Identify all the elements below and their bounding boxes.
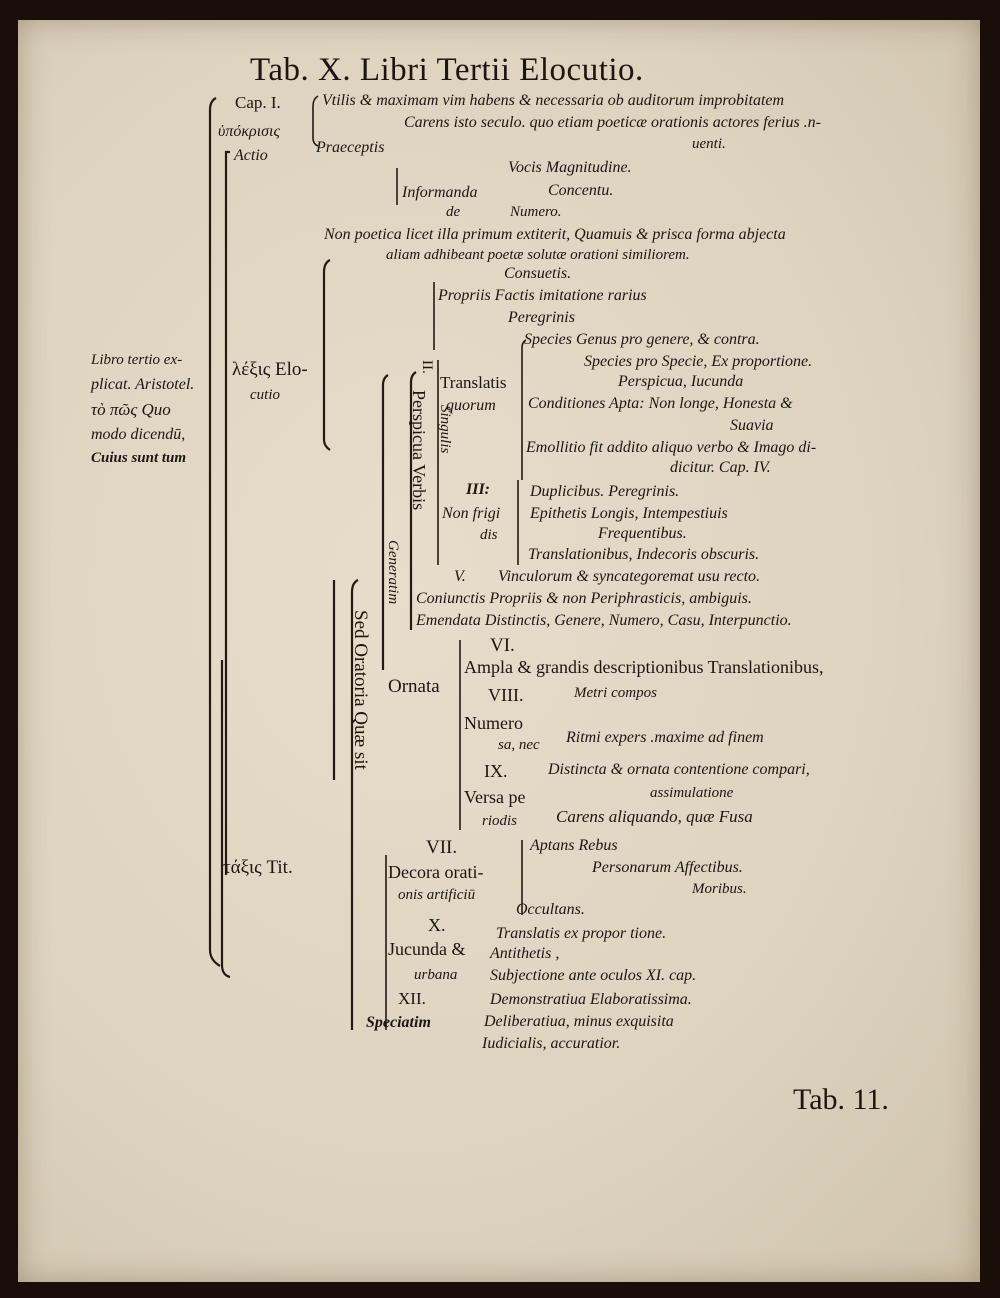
- decora-num: VII.: [426, 837, 458, 858]
- cap1-item-1: Vtilis & maximam vim habens & necessaria…: [322, 92, 785, 109]
- v-section-line-1: Vinculorum & syncategoremat usu recto.: [498, 568, 761, 585]
- ornata-metri: Metri compos: [574, 685, 657, 701]
- decora-moribus: Moribus.: [692, 881, 747, 897]
- ornata-versa: Versa pe: [464, 787, 526, 807]
- informanda-item-3: Numero.: [510, 204, 562, 220]
- translatis-species-2: Species pro Specie, Ex proportione.: [584, 353, 813, 370]
- ornata-ampla: Ampla & grandis descriptionibus Translat…: [464, 657, 824, 677]
- non-frigidis-label: Non frigi: [442, 505, 501, 522]
- elocutio-label: cutio: [250, 387, 280, 403]
- ornata-numerosa: Numero: [464, 713, 523, 733]
- propriis-label: Propriis Factis imitatione rarius: [438, 287, 647, 304]
- translatis-quorum: quorum: [446, 397, 496, 414]
- cap1-greek: ὑπόκρισις: [218, 123, 280, 140]
- left-note-line-2: plicat. Aristotel.: [91, 376, 195, 393]
- ornata-assimilatione: assimulatione: [650, 785, 734, 801]
- jucunda-urbana: urbana: [414, 967, 458, 983]
- translatis-perspicua: Perspicua, Iucunda: [618, 373, 744, 390]
- non-frigidis-item-4: Translationibus, Indecoris obscuris.: [528, 546, 760, 563]
- decora-occultans: Occultans.: [516, 901, 585, 918]
- informanda-de: de: [446, 204, 461, 220]
- propriis-peregrinis: Peregrinis: [508, 309, 575, 326]
- ornata-distincta: Distincta & ornata contentione compari,: [548, 761, 810, 778]
- generatim-label: Generatim: [385, 540, 401, 605]
- cap1-item-2: Carens isto seculo. quo etiam poeticæ or…: [404, 114, 822, 131]
- jucunda-item-3: Subjectione ante oculos XI. cap.: [490, 967, 697, 984]
- jucunda-item-2: Antithetis ,: [490, 945, 560, 962]
- footer-tab-label: Tab. 11.: [793, 1083, 889, 1116]
- translatis-emollitio: Emollitio fit addito aliquo verbo & Imag…: [526, 439, 817, 456]
- ornata-versa-2: riodis: [482, 813, 518, 829]
- non-frigidis-dis: dis: [480, 527, 498, 543]
- non-frigidis-item-2: Epithetis Longis, Intempestiuis: [530, 505, 728, 522]
- ornata-viii: VIII.: [488, 685, 524, 705]
- non-frigidis-item-3: Frequentibus.: [598, 525, 687, 542]
- ornata-numerosa-2: sa, nec: [498, 737, 540, 753]
- translatis-label: Translatis: [440, 373, 507, 392]
- left-note-line-3: τὸ πῶς Quo: [91, 400, 171, 419]
- propriis-consuetis: Consuetis.: [504, 265, 572, 282]
- left-note-line-4: modo dicendū,: [91, 426, 186, 443]
- cap1-actio: Actio: [234, 147, 268, 164]
- cap1-item-3: uenti.: [692, 136, 726, 152]
- jucunda-num: X.: [428, 915, 446, 935]
- cap1-praeceptis: Praeceptis: [316, 139, 385, 156]
- decora-label-2: onis artificiū: [398, 887, 476, 903]
- page-title: Tab. X. Libri Tertii Elocutio.: [250, 52, 644, 88]
- v-section-line-2: Coniunctis Propriis & non Periphrasticis…: [416, 590, 752, 607]
- left-note-line-1: Libro tertio ex-: [91, 352, 183, 368]
- non-frigidis-item-1: Duplicibus. Peregrinis.: [530, 483, 680, 500]
- translatis-dicitur: dicitur. Cap. IV.: [670, 459, 771, 476]
- jucunda-item-1: Translatis ex propor tione.: [496, 925, 667, 942]
- sed-oratoria-label: Sed Oratoria Quæ sit: [350, 610, 371, 770]
- v-section-line-3: Emendata Distinctis, Genere, Numero, Cas…: [416, 612, 792, 629]
- bracket-lines: [208, 95, 527, 1030]
- decora-label: Decora orati-: [388, 862, 484, 882]
- informanda-item-1: Vocis Magnitudine.: [508, 159, 632, 176]
- speciatim-label: Speciatim: [366, 1014, 431, 1031]
- decora-personarum: Personarum Affectibus.: [592, 859, 743, 876]
- speciatim-item-3: Iudicialis, accuratior.: [482, 1035, 621, 1052]
- lexis-label: λέξις Elo-: [232, 359, 308, 380]
- speciatim-item-2: Deliberatiua, minus exquisita: [484, 1013, 674, 1030]
- cap1-label: Cap. I.: [235, 93, 281, 112]
- left-note-line-5: Cuius sunt tum: [91, 450, 187, 466]
- ornata-vi: VI.: [490, 635, 515, 656]
- translatis-suavia: Suavia: [730, 417, 774, 434]
- informanda-item-2: Concentu.: [548, 182, 614, 199]
- speciatim-num: XII.: [398, 989, 426, 1008]
- section-ii-label: II.: [419, 360, 435, 374]
- taxis-label: τάξις Tit.: [223, 857, 293, 878]
- page: Tab. X. Libri Tertii Elocutio. Lib: [18, 20, 980, 1282]
- non-poetica-line-2: aliam adhibeant poetæ solutæ orationi si…: [386, 247, 690, 263]
- non-poetica-line-1: Non poetica licet illa primum extiterit,…: [324, 226, 786, 243]
- jucunda-label: Jucunda &: [388, 939, 466, 959]
- v-section-num: V.: [454, 568, 466, 585]
- translatis-species: Species Genus pro genere, & contra.: [524, 331, 760, 348]
- informanda-label: Informanda: [402, 184, 478, 201]
- speciatim-item-1: Demonstratiua Elaboratissima.: [490, 991, 692, 1008]
- perspicua-label: Perspicua Verbis: [409, 390, 429, 511]
- ornata-label: Ornata: [388, 676, 440, 697]
- ornata-ritmi: Ritmi expers .maxime ad finem: [566, 729, 764, 746]
- non-frigidis-num: III:: [466, 481, 491, 498]
- translatis-conditiones: Conditiones Apta: Non longe, Honesta &: [528, 395, 793, 412]
- decora-aptans: Aptans Rebus: [530, 837, 618, 854]
- ornata-ix: IX.: [484, 761, 508, 781]
- ornata-carens: Carens aliquando, quæ Fusa: [556, 807, 753, 826]
